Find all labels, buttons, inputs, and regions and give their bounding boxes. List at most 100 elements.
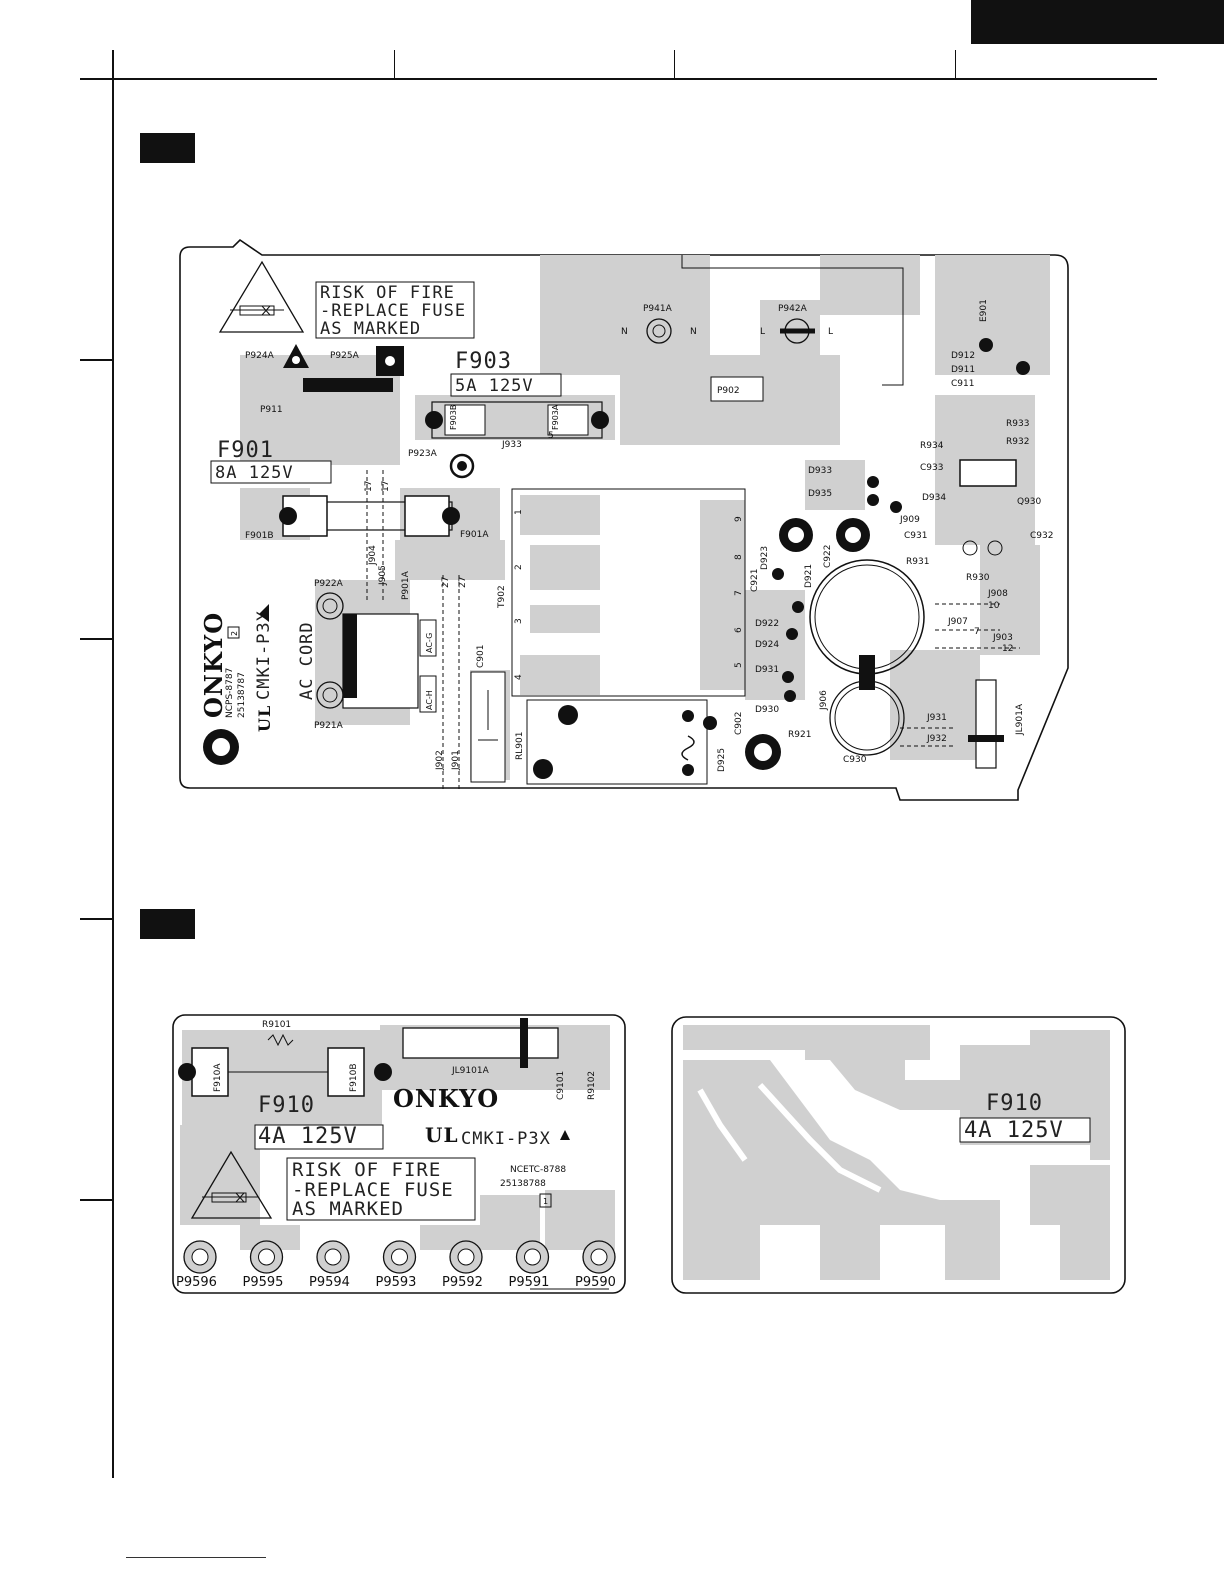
label-l-right: L (828, 327, 833, 337)
fuse-f910-name: F910 (258, 1093, 315, 1118)
label-r931: R931 (906, 557, 929, 567)
label-n10: 10 (988, 601, 1000, 611)
label-p922a: P922A (314, 579, 344, 589)
label-c922: C922 (823, 545, 833, 568)
pin-hole (590, 1248, 608, 1266)
pin-label: P9590 (575, 1275, 616, 1290)
warning-small-icon (259, 604, 269, 622)
label-j907: J907 (947, 617, 968, 627)
label-r9102: R9102 (587, 1071, 597, 1100)
label-f910b: F910B (349, 1063, 359, 1092)
label-n12: 12 (1002, 644, 1013, 654)
label-r934: R934 (920, 441, 944, 451)
label-n-left: N (621, 327, 628, 337)
label-d935: D935 (808, 489, 832, 499)
label-f903b: F903B (449, 405, 458, 430)
label-c933: C933 (920, 463, 943, 473)
warning-line-2: -REPLACE FUSE (320, 301, 466, 321)
warning-line-3: AS MARKED (320, 319, 421, 339)
fuse-f903-rating: 5A 125V (455, 376, 534, 396)
pin-9: 9 (734, 516, 744, 522)
pin-3: 3 (514, 618, 524, 624)
fuse-board: R9101 F910A F910B JL9101A C9101 R9102 F9… (172, 1014, 626, 1294)
fuse-f901-rating-box (210, 460, 332, 484)
cert-mark: CMKI-P3X (254, 610, 274, 700)
label-d921: D921 (804, 564, 814, 588)
fuse-board-cert-mark: CMKI-P3X (461, 1129, 551, 1149)
label-j903: J903 (992, 633, 1013, 643)
fuse-board-warning-line-3: AS MARKED (292, 1198, 404, 1220)
ac-tag-g: AC-G (425, 633, 434, 653)
label-p925a: P925A (330, 351, 360, 361)
fuse-board-solder-side: F910 4A 125V (671, 1016, 1126, 1294)
column-tick-1 (394, 50, 395, 79)
fuse-f903-name: F903 (455, 349, 512, 374)
label-j908: J908 (987, 589, 1008, 599)
pin-hole (524, 1248, 541, 1266)
label-17a: 17 (364, 481, 374, 492)
label-n7: 7 (974, 627, 980, 637)
label-d923: D923 (760, 546, 770, 570)
pin-hole (324, 1248, 342, 1266)
header-rule (80, 78, 1157, 80)
label-d911: D911 (951, 365, 975, 375)
label-d924: D924 (755, 640, 779, 650)
label-p921a: P921A (314, 721, 344, 731)
row-tick-1 (80, 359, 113, 361)
label-d922: D922 (755, 619, 779, 629)
label-f903a: F903A (551, 404, 560, 430)
label-f901b: F901B (245, 531, 274, 541)
fuse-board-ul-icon: UL (425, 1123, 459, 1147)
label-r921: R921 (788, 730, 811, 740)
label-j904: J904 (368, 545, 378, 566)
pin-1: 1 (514, 509, 524, 515)
label-jl9101a: JL9101A (451, 1066, 490, 1076)
label-j905: J905 (378, 565, 388, 586)
fuse-board-warning-line-2: -REPLACE FUSE (292, 1179, 454, 1201)
label-j909: J909 (899, 515, 920, 525)
fuse-board-part-number: 25138788 (500, 1179, 546, 1189)
label-d934: D934 (922, 493, 946, 503)
label-c902: C902 (734, 712, 744, 735)
pin-hole (391, 1248, 408, 1266)
fuse-board-warning-line-1: RISK OF FIRE (292, 1159, 441, 1181)
pin-label: P9595 (243, 1275, 284, 1290)
pin-hole (191, 1248, 209, 1266)
fuse-f903-rating-box (450, 373, 562, 397)
label-p902: P902 (717, 386, 740, 396)
label-p924a: P924A (245, 351, 275, 361)
pin-6: 6 (734, 627, 744, 633)
pin-4: 4 (514, 674, 524, 680)
label-d931: D931 (755, 665, 779, 675)
label-f910a: F910A (213, 1063, 223, 1092)
ac-tag-h: AC-H (425, 690, 434, 710)
label-27b: 27 (458, 577, 468, 588)
label-j933: J933 (501, 440, 522, 450)
column-tick-2 (674, 50, 675, 79)
main-board: RISK OF FIRE -REPLACE FUSE AS MARKED F90… (179, 238, 1069, 801)
footer-rule (126, 1557, 266, 1558)
main-copper (240, 255, 1050, 780)
pin-label: P9593 (376, 1275, 417, 1290)
model-code: NCPS-8787 (225, 668, 235, 718)
relay-rl901 (526, 699, 708, 785)
row-tick-3 (80, 918, 113, 920)
label-l-left: L (760, 327, 765, 337)
transformer-t902 (511, 488, 746, 697)
solder-fuse-rating: 4A 125V (964, 1118, 1064, 1143)
label-p923a: P923A (408, 449, 438, 459)
solder-fuse-name: F910 (986, 1091, 1043, 1116)
label-r9101: R9101 (262, 1020, 291, 1030)
label-c932: C932 (1030, 531, 1053, 541)
label-r933: R933 (1006, 419, 1029, 429)
label-d925: D925 (717, 748, 727, 772)
solder-copper (683, 1025, 1110, 1280)
label-q930: Q930 (1017, 497, 1042, 507)
fuse-f901-name: F901 (217, 438, 274, 463)
label-d912: D912 (951, 351, 975, 361)
label-d930: D930 (755, 705, 779, 715)
brand-logo: ONKYO (199, 612, 228, 718)
solder-board-outline (671, 1016, 1126, 1294)
label-p901a: P901A (401, 570, 411, 600)
